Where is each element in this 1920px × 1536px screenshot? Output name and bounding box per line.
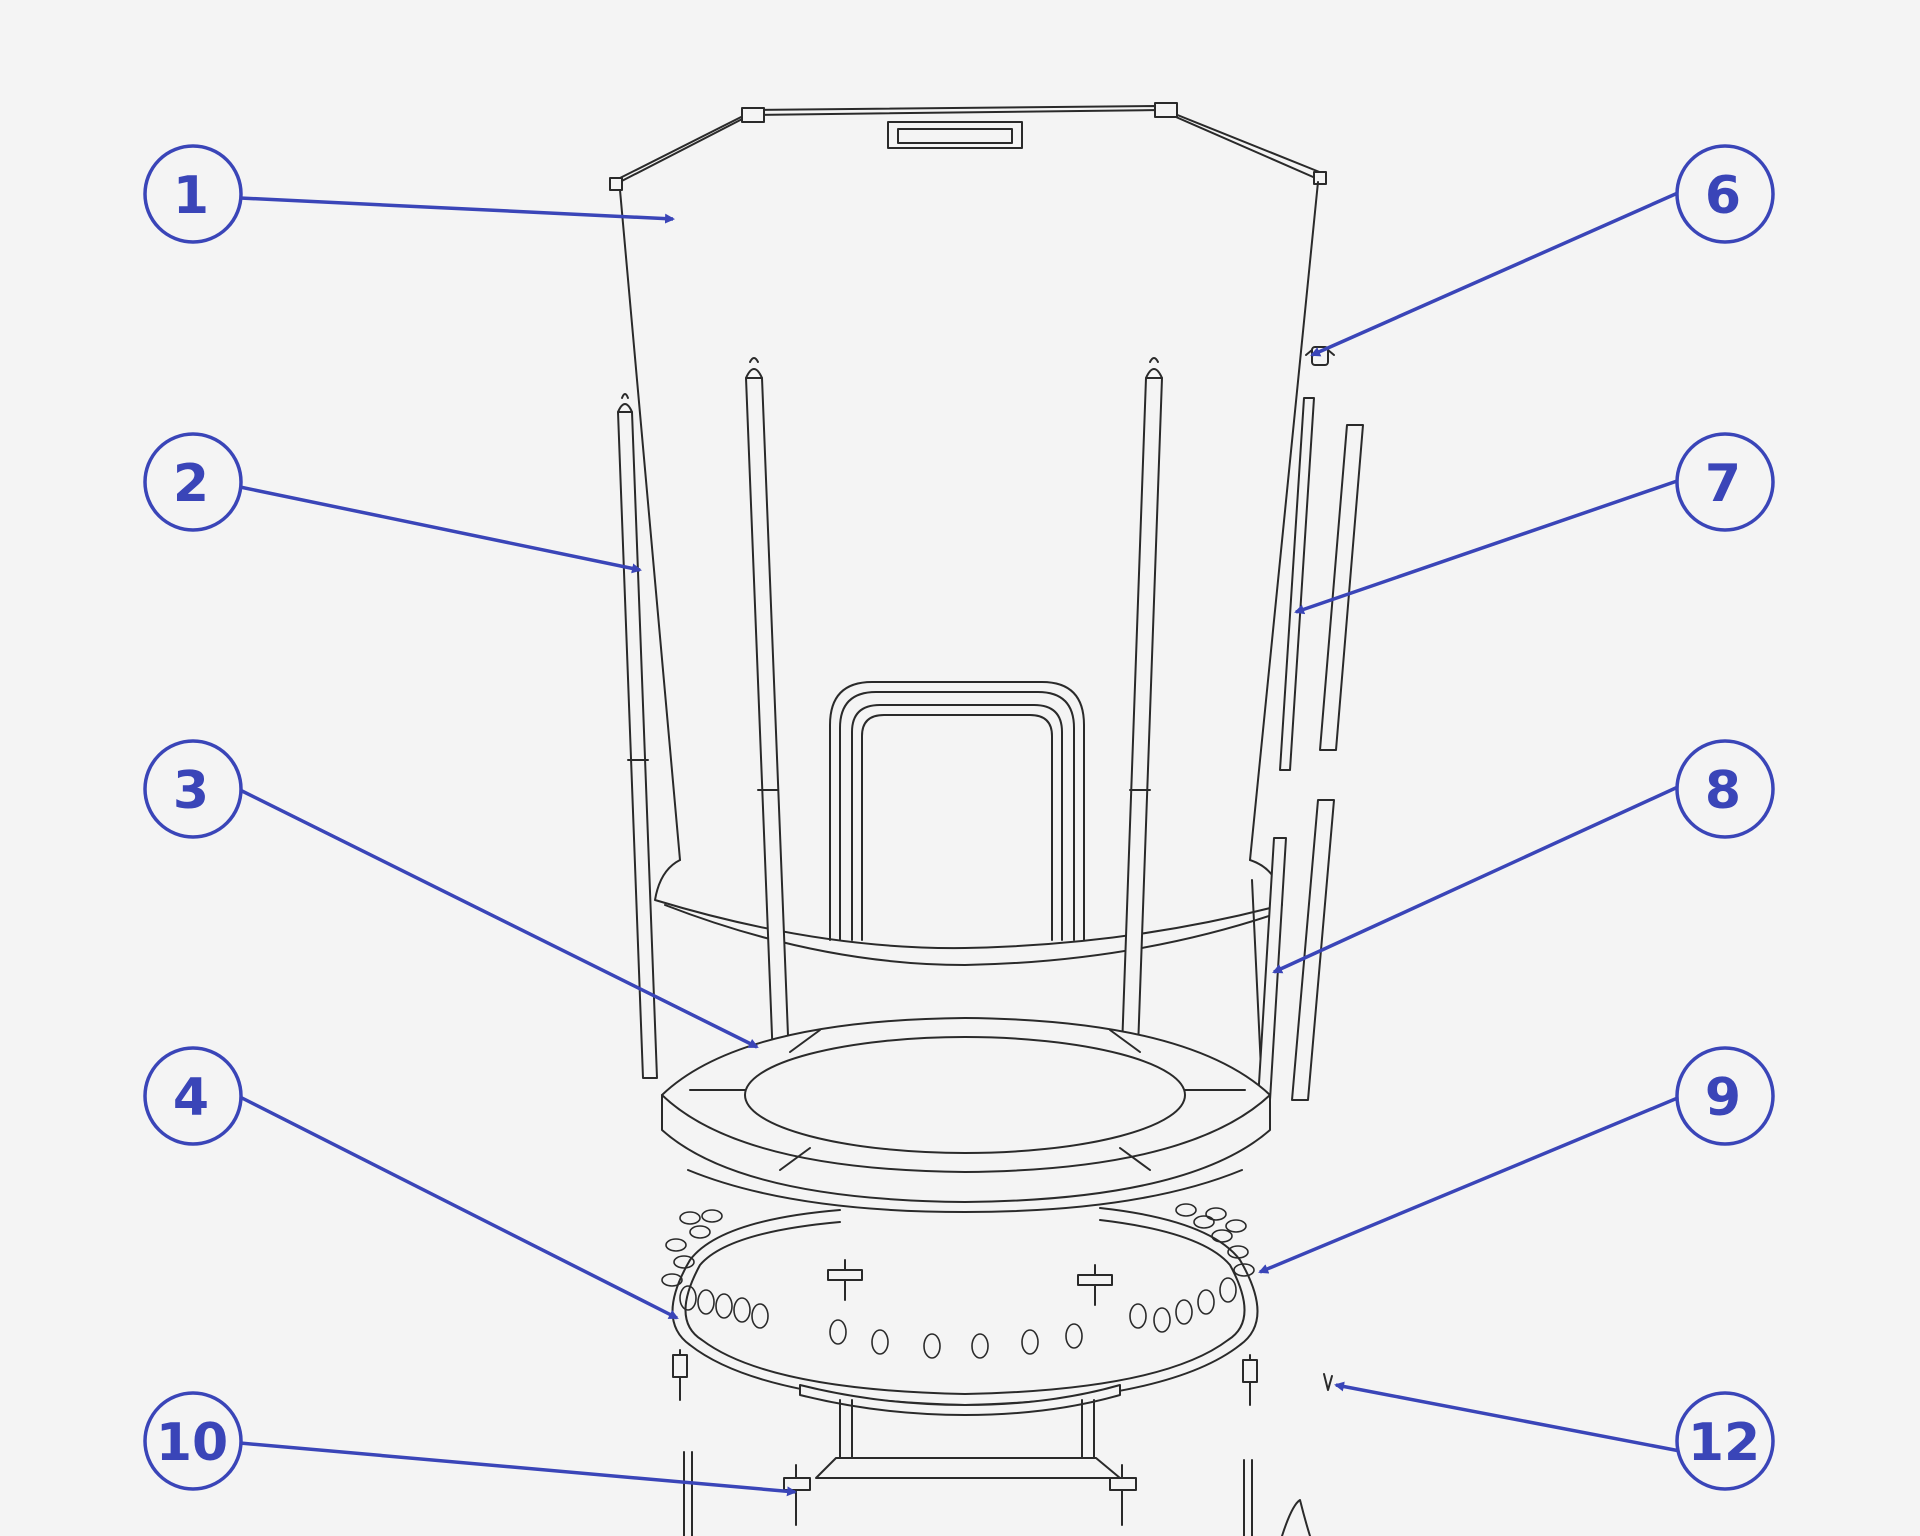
frame-pad bbox=[661, 1017, 1271, 1213]
leader-line-1 bbox=[239, 196, 675, 224]
leader-line-2 bbox=[239, 485, 642, 574]
safety-net bbox=[609, 102, 1327, 966]
callout-7: 7 bbox=[1675, 432, 1775, 532]
leader-line-7 bbox=[1294, 478, 1681, 615]
callout-6-label: 6 bbox=[1705, 166, 1741, 226]
t-connectors bbox=[672, 1259, 1258, 1526]
leader-line-9 bbox=[1258, 1095, 1681, 1274]
callout-12: 12 bbox=[1675, 1391, 1775, 1491]
net-door bbox=[829, 681, 1085, 941]
leader-line-6 bbox=[1310, 190, 1681, 357]
callout-2: 2 bbox=[143, 432, 243, 532]
callout-2-label: 2 bbox=[173, 454, 209, 514]
callout-9: 9 bbox=[1675, 1046, 1775, 1146]
leader-line-4 bbox=[239, 1095, 679, 1320]
callout-9-label: 9 bbox=[1705, 1068, 1741, 1128]
callout-1: 1 bbox=[143, 144, 243, 244]
trampoline-line-art bbox=[609, 102, 1364, 1536]
callout-12-label: 12 bbox=[1688, 1413, 1760, 1473]
legs bbox=[683, 1399, 1311, 1536]
callout-10-label: 10 bbox=[156, 1413, 228, 1473]
callout-7-label: 7 bbox=[1705, 454, 1741, 514]
callout-8: 8 bbox=[1675, 739, 1775, 839]
callout-1-label: 1 bbox=[173, 166, 209, 226]
pole-sleeves bbox=[1257, 346, 1364, 1101]
callout-6: 6 bbox=[1675, 144, 1775, 244]
callout-4-label: 4 bbox=[173, 1068, 209, 1128]
springs bbox=[661, 1203, 1255, 1359]
callout-3-label: 3 bbox=[173, 761, 209, 821]
frame-ring bbox=[671, 1207, 1259, 1416]
hook bbox=[1323, 1373, 1333, 1391]
callout-4: 4 bbox=[143, 1046, 243, 1146]
leader-line-10 bbox=[239, 1441, 797, 1497]
callout-3: 3 bbox=[143, 739, 243, 839]
leader-line-3 bbox=[239, 788, 759, 1049]
leader-line-8 bbox=[1272, 784, 1681, 974]
callout-10: 10 bbox=[143, 1391, 243, 1491]
callout-8-label: 8 bbox=[1705, 761, 1741, 821]
leader-line-12 bbox=[1334, 1381, 1681, 1453]
